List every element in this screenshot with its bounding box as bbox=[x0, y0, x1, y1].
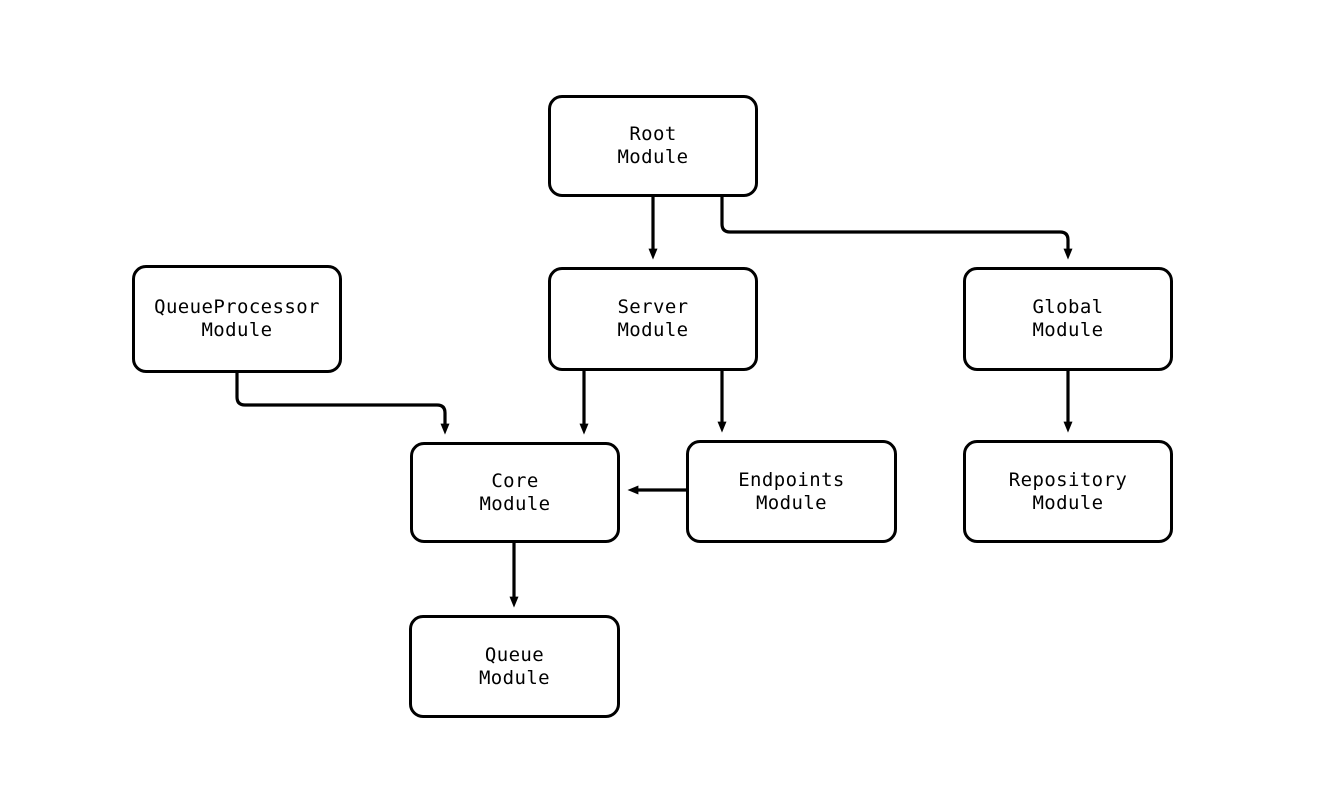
node-label: Root Module bbox=[617, 123, 689, 168]
edge-queueprocessor-to-core bbox=[235, 373, 450, 435]
node-label: Endpoints Module bbox=[738, 468, 845, 514]
node-label: Server Module bbox=[617, 296, 689, 341]
node-endpoints-module[interactable]: Endpoints Module bbox=[686, 440, 897, 543]
node-queueprocessor-module[interactable]: QueueProcessor Module bbox=[132, 265, 342, 373]
node-queue-module[interactable]: Queue Module bbox=[409, 615, 620, 718]
node-label: QueueProcessor Module bbox=[154, 296, 320, 341]
node-server-module[interactable]: Server Module bbox=[548, 267, 758, 371]
node-root-module[interactable]: Root Module bbox=[548, 95, 758, 197]
node-label: Global Module bbox=[1032, 296, 1104, 341]
node-label: Repository Module bbox=[1008, 468, 1128, 514]
node-label: Queue Module bbox=[478, 643, 551, 689]
node-core-module[interactable]: Core Module bbox=[410, 442, 620, 543]
node-global-module[interactable]: Global Module bbox=[963, 267, 1173, 371]
edge-root-to-global bbox=[720, 197, 1073, 260]
node-label: Core Module bbox=[479, 469, 551, 515]
node-repository-module[interactable]: Repository Module bbox=[963, 440, 1173, 543]
